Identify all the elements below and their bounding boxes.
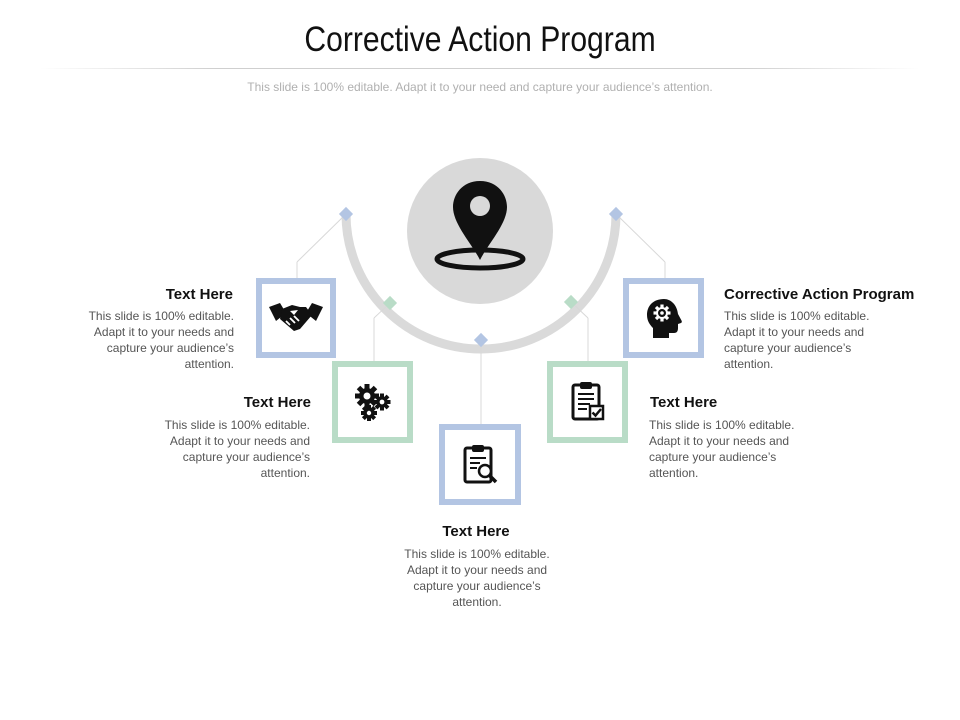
slide-title: Corrective Action Program: [304, 20, 656, 59]
diamond-marker: [473, 332, 489, 348]
item-box-handshake: [256, 278, 336, 358]
item-body: This slide is 100% editable. Adapt it to…: [404, 547, 550, 609]
head-gear-icon: [646, 299, 682, 338]
item-heading: Corrective Action Program: [724, 286, 915, 303]
item-body: This slide is 100% editable. Adapt it to…: [724, 309, 870, 371]
diamond-marker: [608, 206, 624, 222]
connector-line: [615, 213, 666, 263]
item-box-clipboard-check: [547, 361, 628, 443]
diamond-marker: [338, 206, 354, 222]
item-heading: Text Here: [650, 394, 718, 411]
diamond-marker: [563, 294, 579, 310]
clipboard-check-icon: [571, 382, 604, 421]
item-heading: Text Here: [243, 394, 311, 411]
title-divider: [40, 68, 920, 69]
item-box-head-gear: [623, 278, 704, 358]
item-heading: Text Here: [165, 286, 233, 303]
clipboard-search-icon: [463, 444, 498, 483]
item-body: This slide is 100% editable. Adapt it to…: [88, 309, 234, 371]
item-heading: Text Here: [442, 523, 510, 540]
item-body: This slide is 100% editable. Adapt it to…: [649, 418, 795, 480]
slide-subtitle: This slide is 100% editable. Adapt it to…: [247, 80, 713, 94]
handshake-icon: [269, 303, 323, 331]
map-pin-icon: [434, 181, 526, 271]
item-body: This slide is 100% editable. Adapt it to…: [164, 418, 310, 480]
diamond-marker: [382, 295, 398, 311]
gears-icon: [354, 384, 390, 421]
item-box-clipboard-search: [439, 424, 521, 505]
connector-line: [296, 213, 347, 263]
item-box-gears: [332, 361, 413, 443]
